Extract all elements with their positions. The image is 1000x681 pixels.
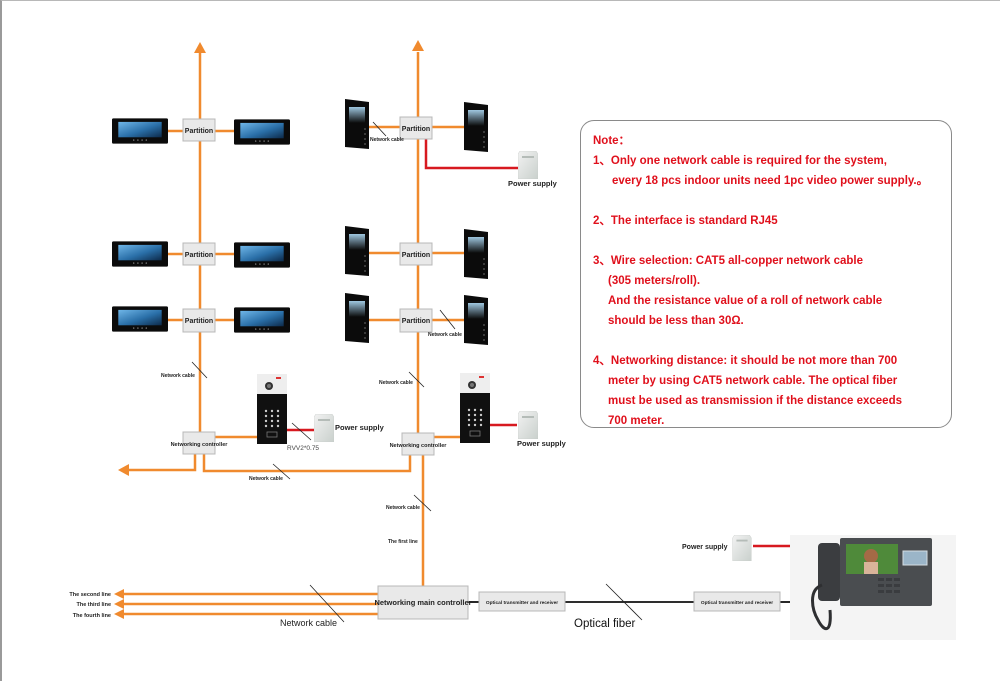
note-line: should be less than 30Ω. xyxy=(608,315,744,327)
indoor-monitor-icon xyxy=(112,241,168,267)
partition-boxes: Partition Partition Partition Partition … xyxy=(182,116,433,333)
power-supply-icon xyxy=(518,151,538,179)
arrow-up-icon xyxy=(412,40,424,51)
network-cable-label: Network cable xyxy=(386,505,420,511)
main-controller-label: Networking main controller xyxy=(374,598,471,607)
note-line: 4、Networking distance: it should be not … xyxy=(593,355,898,367)
indoor-monitor-icon xyxy=(464,295,488,345)
handset-icon xyxy=(818,543,840,601)
first-line-label: The first line xyxy=(388,539,418,545)
third-line-label: The third line xyxy=(76,602,111,608)
indoor-monitor-icon xyxy=(345,99,369,149)
arrowheads xyxy=(114,40,424,619)
optical-transceiver-label: Optical transmitter and receiver xyxy=(486,600,558,606)
indoor-monitor-icon xyxy=(464,229,488,279)
note-line: must be used as transmission if the dist… xyxy=(608,395,902,407)
arrow-left-icon xyxy=(114,609,124,619)
power-supply-label: Power supply xyxy=(682,544,728,551)
network-cable-label: Network cable xyxy=(370,137,404,143)
optical-transceiver-left: Optical transmitter and receiver xyxy=(478,591,566,612)
power-lines xyxy=(287,138,790,548)
partition-label: Partition xyxy=(402,252,430,259)
indoor-monitor-icon xyxy=(345,293,369,343)
network-cable-label: Network cable xyxy=(249,476,283,482)
door-station-left-icon xyxy=(257,374,287,444)
power-supply-label: Power supply xyxy=(517,439,567,448)
fourth-line-label: The fourth line xyxy=(73,613,111,619)
optical-fiber-label: Optical fiber xyxy=(574,618,636,630)
indoor-monitor-icon xyxy=(112,306,168,332)
diagram-labels: Network cable Power supply Network cable… xyxy=(69,137,727,630)
network-cable-main-label: Network cable xyxy=(280,618,337,628)
partition-label: Partition xyxy=(402,126,430,133)
networking-controller-left: Networking controller xyxy=(171,431,229,455)
note-line: 1、Only one network cable is required for… xyxy=(593,155,887,167)
partition-box: Partition xyxy=(182,242,216,266)
arrow-up-icon xyxy=(194,42,206,53)
network-cable-label: Network cable xyxy=(161,373,195,379)
optical-transceiver-label: Optical transmitter and receiver xyxy=(701,600,773,606)
power-supply-icon xyxy=(732,535,752,561)
arrow-left-icon xyxy=(114,589,124,599)
networking-main-controller: Networking main controller xyxy=(374,585,472,620)
network-cable-label: Network cable xyxy=(428,332,462,338)
note-line: 2、The interface is standard RJ45 xyxy=(593,215,778,227)
note-line: 700 meter. xyxy=(608,415,665,427)
partition-label: Partition xyxy=(185,252,213,259)
arrow-left-icon xyxy=(118,464,129,476)
indoor-monitor-icon xyxy=(234,119,290,145)
power-supply-label: Power supply xyxy=(335,423,385,432)
indoor-monitor-icon xyxy=(112,118,168,144)
rvv-cable-label: RVV2*0.75 xyxy=(287,445,319,452)
arrow-left-icon xyxy=(114,599,124,609)
cable-link xyxy=(202,452,412,473)
note-panel: Note： 1、Only one network cable is requir… xyxy=(580,120,952,428)
note-line: every 18 pcs indoor units need 1pc video… xyxy=(612,175,929,187)
networking-controller-label: Networking controller xyxy=(390,443,448,449)
door-station-right-icon xyxy=(460,373,490,443)
indoor-monitor-icon xyxy=(234,242,290,268)
partition-label: Partition xyxy=(402,318,430,325)
second-line-label: The second line xyxy=(69,592,111,598)
cable-out-left xyxy=(128,452,197,472)
partition-box: Partition xyxy=(182,308,216,333)
note-line: meter by using CAT5 network cable. The o… xyxy=(608,375,898,387)
power-supply-icon xyxy=(314,414,334,442)
partition-box: Partition xyxy=(399,116,433,140)
optical-transceiver-right: Optical transmitter and receiver xyxy=(693,591,781,612)
cable-markers xyxy=(191,121,643,623)
indoor-monitor-icon xyxy=(464,102,488,152)
partition-label: Partition xyxy=(185,128,213,135)
power-supply-label: Power supply xyxy=(508,179,558,188)
network-cable-label: Network cable xyxy=(379,380,413,386)
note-line: 3、Wire selection: CAT5 all-copper networ… xyxy=(593,255,864,267)
networking-controller-right: Networking controller xyxy=(390,432,448,456)
note-title: Note： xyxy=(593,135,631,147)
indoor-monitor-icon xyxy=(345,226,369,276)
partition-box: Partition xyxy=(399,308,433,333)
networking-controller-label: Networking controller xyxy=(171,442,229,448)
power-line-top xyxy=(424,138,518,170)
note-line: And the resistance value of a roll of ne… xyxy=(608,295,883,307)
partition-label: Partition xyxy=(185,318,213,325)
guard-unit xyxy=(790,535,956,640)
partition-box: Partition xyxy=(182,118,216,142)
indoor-monitor-icon xyxy=(234,307,290,333)
power-supply-icon xyxy=(518,411,538,439)
note-line: (305 meters/roll). xyxy=(608,275,701,287)
partition-box: Partition xyxy=(399,242,433,266)
handset-cord-icon xyxy=(811,583,832,630)
